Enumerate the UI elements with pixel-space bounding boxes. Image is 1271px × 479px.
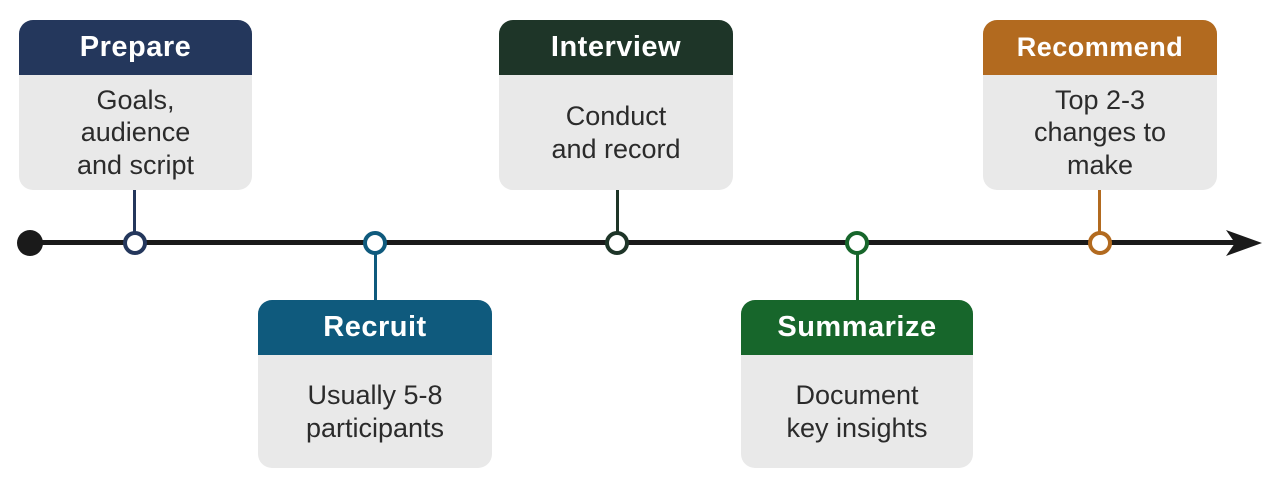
stage-card: Prepare Goals, audience and script	[19, 20, 252, 190]
stage-title: Summarize	[741, 300, 973, 355]
stage-description: Conduct and record	[551, 101, 681, 164]
stage-connector-stem	[374, 254, 377, 300]
timeline-node-marker	[123, 231, 147, 255]
stage-connector-stem	[616, 190, 619, 232]
arrowhead-icon	[1226, 230, 1262, 256]
stage-connector-stem	[1098, 190, 1101, 232]
timeline-node-marker	[605, 231, 629, 255]
stage-title: Recruit	[258, 300, 492, 355]
stage-connector-stem	[856, 254, 859, 300]
stage-card: Recommend Top 2-3 changes to make	[983, 20, 1217, 190]
stage-card: Interview Conduct and record	[499, 20, 733, 190]
timeline-node-marker	[845, 231, 869, 255]
timeline-node-marker	[1088, 231, 1112, 255]
stage-card: Recruit Usually 5-8 participants	[258, 300, 492, 468]
stage-description: Top 2-3 changes to make	[1033, 84, 1167, 180]
stage-title: Interview	[499, 20, 733, 75]
stage-description: Document key insights	[786, 380, 928, 443]
stage-title: Prepare	[19, 20, 252, 75]
stage-description: Usually 5-8 participants	[305, 380, 445, 443]
stage-card: Summarize Document key insights	[741, 300, 973, 468]
timeline-start-dot	[17, 230, 43, 256]
timeline-node-marker	[363, 231, 387, 255]
timeline-axis-line	[30, 240, 1240, 245]
stage-description: Goals, audience and script	[76, 84, 195, 180]
stage-title: Recommend	[983, 20, 1217, 75]
stage-connector-stem	[133, 190, 136, 232]
